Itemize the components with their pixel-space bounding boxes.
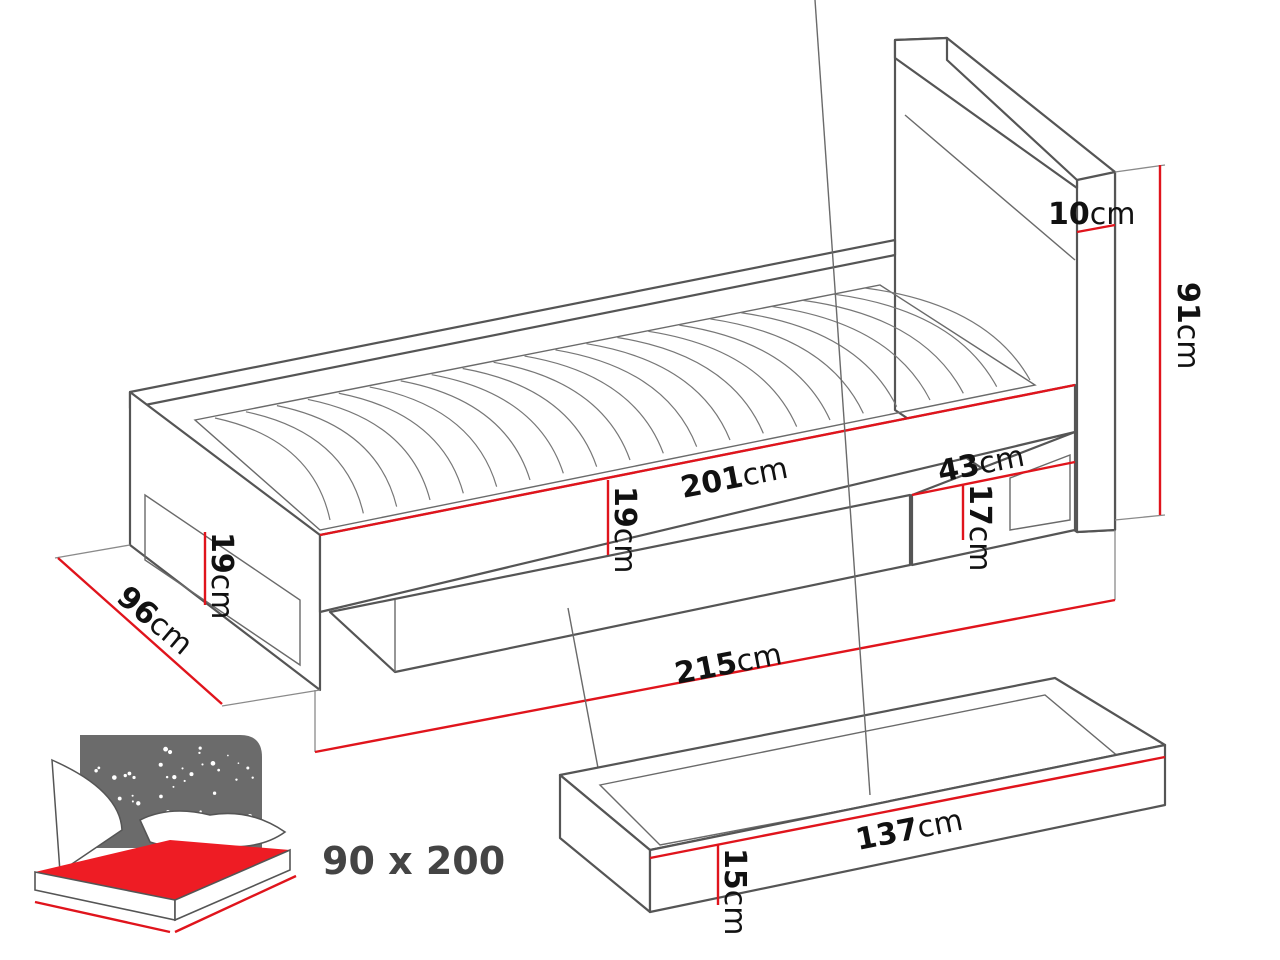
slat [679,324,831,421]
label-side-rail-height: 19cm [607,486,642,573]
slat [400,380,531,481]
star [246,766,250,770]
star [172,785,175,788]
slat [833,293,998,387]
slat [710,318,864,414]
star [198,746,202,750]
star [105,810,110,815]
star [111,775,117,780]
slat [214,417,331,521]
label-shelf-height: 17cm [962,484,997,571]
star [117,796,122,801]
mattress-size-label: 90 x 200 [322,839,505,883]
slat [524,355,664,454]
dimension-lines [54,164,1166,754]
label-drawer-height: 15cm [717,848,752,935]
star [97,766,101,770]
bed-frame [128,238,1077,692]
star [235,778,238,781]
star [212,791,217,795]
star [163,746,168,752]
slat [555,349,698,447]
slat [307,398,431,501]
slat [803,299,964,394]
label-headboard-height: 91cm [1170,282,1205,369]
slat [648,330,798,427]
star [172,774,177,780]
star [127,771,132,776]
star [131,800,134,803]
slat [276,405,398,507]
slat [617,336,764,434]
star [198,751,201,755]
label-end-panel-height: 19cm [204,532,239,619]
slat [338,392,464,494]
storage-drawer [558,0,1167,914]
label-shelf-width: 43cm [935,439,1028,490]
star [183,779,186,783]
star [132,775,136,780]
slat [369,386,498,487]
label-total-width: 96cm [110,579,200,662]
slat [462,367,598,467]
star [201,763,204,766]
slats [214,287,1031,521]
star [131,794,134,797]
dimension-labels: 10cm 91cm 201cm 19cm 19cm 43cm 17cm 96cm… [110,197,1205,935]
star [181,767,184,770]
star [159,794,163,799]
star [217,768,221,772]
star [136,801,141,806]
star [189,772,194,777]
slat [493,361,631,461]
mattress-icon [34,735,297,934]
slat [245,411,364,514]
star [158,762,163,767]
star [94,769,98,773]
label-total-length: 215cm [672,637,785,692]
slatted-base [193,284,1037,531]
slat [586,343,731,441]
star [167,749,173,755]
star [123,773,127,778]
star [106,814,109,818]
stars [94,746,254,820]
slat [772,305,931,401]
star [237,762,240,764]
slat [431,374,564,474]
star [251,776,254,779]
star [210,761,216,766]
star [165,775,169,779]
star [100,814,106,820]
label-headboard-thickness: 10cm [1048,197,1135,232]
star [227,754,229,757]
slat [864,287,1031,381]
